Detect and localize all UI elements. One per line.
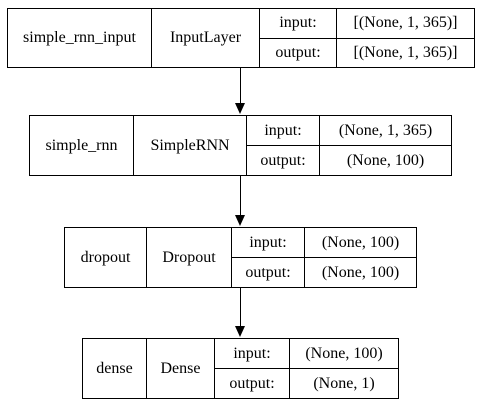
arrowhead-3 (235, 326, 245, 337)
layer-node-dense: dense Dense input: output: (None, 100) (… (82, 338, 399, 399)
output-shape: (None, 1) (290, 368, 398, 398)
input-shape: [(None, 1, 365)] (353, 14, 458, 32)
input-shape: (None, 100) (305, 344, 383, 362)
output-label: output: (247, 145, 319, 175)
layer-type: Dropout (147, 228, 232, 287)
layer-name: simple_rnn (30, 116, 134, 175)
output-label: output: (260, 37, 336, 68)
layer-type: Dense (147, 339, 215, 398)
edge-arrow-3 (240, 288, 241, 327)
arrowhead-1 (235, 103, 245, 114)
edge-arrow-1 (240, 68, 241, 104)
edge-arrow-2 (240, 176, 241, 216)
layer-name: simple_rnn_input (8, 9, 152, 67)
input-label: input: (279, 14, 317, 32)
input-label: input: (249, 233, 287, 251)
input-shape: (None, 1, 365) (338, 121, 433, 139)
input-label: input: (233, 344, 271, 362)
layer-node-simple-rnn-input: simple_rnn_input InputLayer input: outpu… (7, 8, 475, 68)
layer-node-simple-rnn: simple_rnn SimpleRNN input: output: (Non… (29, 115, 452, 176)
output-label: output: (232, 257, 304, 287)
output-label: output: (215, 368, 289, 398)
output-shape: [(None, 1, 365)] (337, 37, 474, 68)
layer-name: dropout (65, 228, 147, 287)
layer-type: SimpleRNN (134, 116, 247, 175)
input-label: input: (264, 121, 302, 139)
layer-type: InputLayer (152, 9, 260, 67)
input-shape: (None, 100) (321, 233, 400, 251)
output-shape: (None, 100) (320, 145, 451, 175)
output-shape: (None, 100) (305, 257, 416, 287)
layer-name: dense (83, 339, 147, 398)
arrowhead-2 (235, 215, 245, 226)
layer-node-dropout: dropout Dropout input: output: (None, 10… (64, 227, 417, 288)
